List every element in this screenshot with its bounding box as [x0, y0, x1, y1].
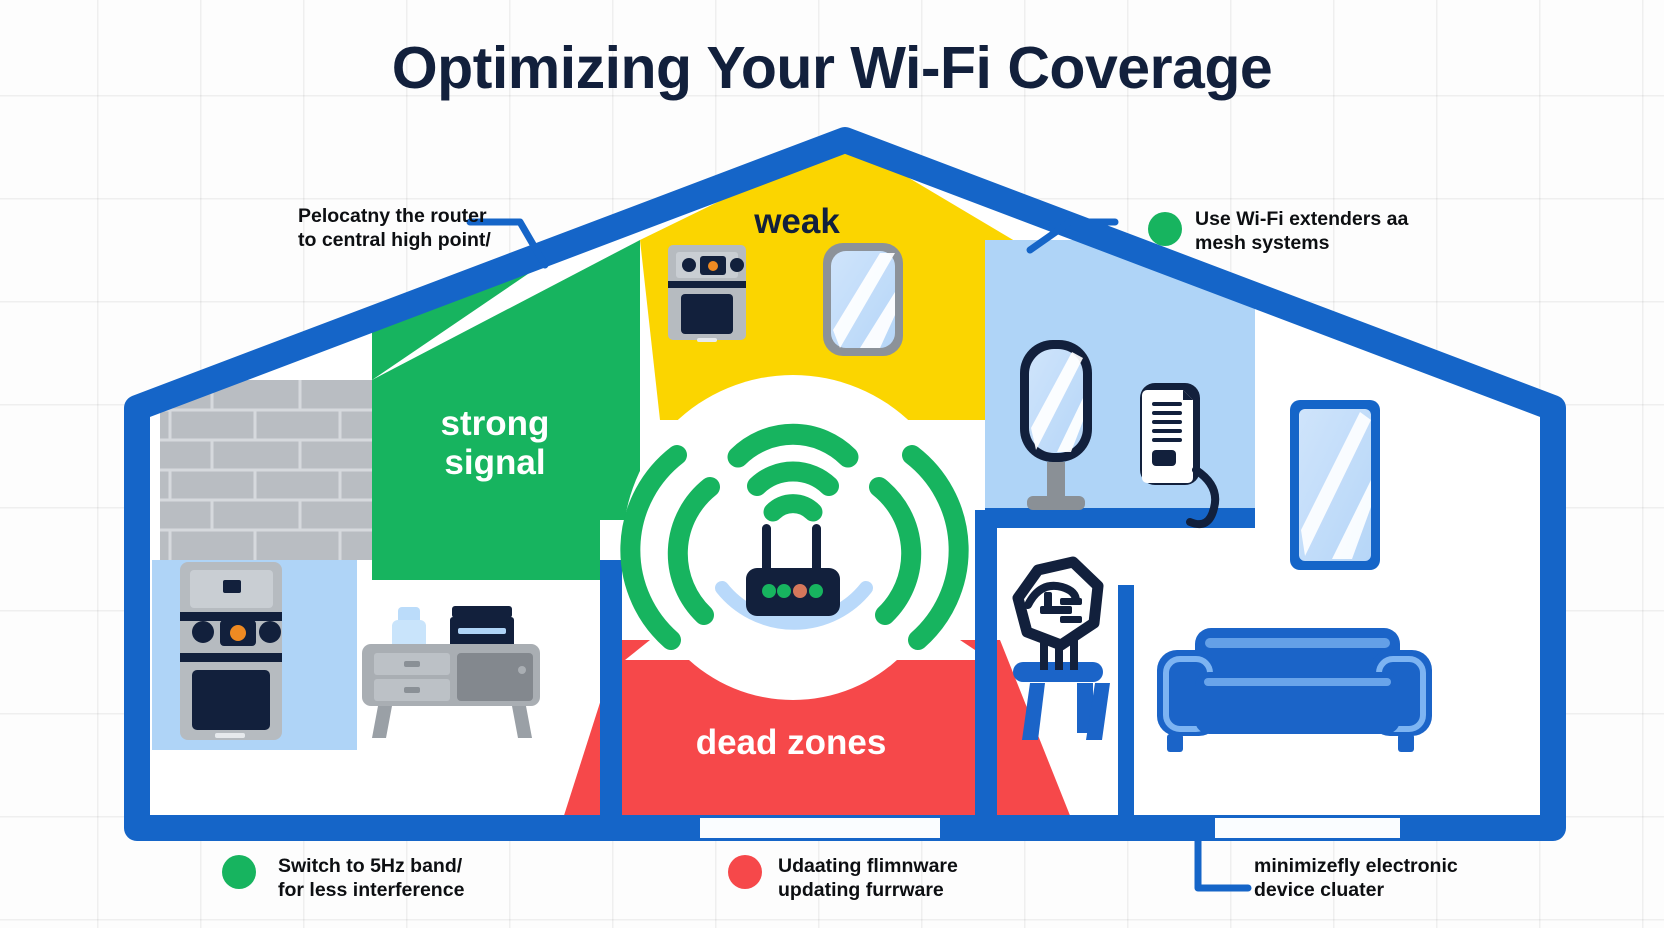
zone-label-weak: weak	[754, 202, 840, 241]
callout-update-firmware: Udaating flimnware updating furrware	[778, 855, 958, 901]
zone-label-dead-zones: dead zones	[695, 723, 887, 762]
stool-icon	[1013, 662, 1110, 740]
callout-relocate-router: Pelocatny the router to central high poi…	[298, 205, 491, 251]
wifi-router-icon	[746, 524, 840, 616]
window-icon	[823, 243, 903, 356]
callout-wifi-extenders: Use Wi-Fi extenders aa mesh systems	[1195, 208, 1409, 254]
zone-label-strong-signal: strong signal	[440, 404, 550, 483]
stove-oven-icon	[180, 562, 282, 740]
electronic-device-icon	[1012, 556, 1104, 670]
page-title: Optimizing Your Wi-Fi Coverage	[391, 35, 1273, 101]
wifi-signal-waves-icon	[620, 423, 969, 650]
callout-switch-band: Switch to 5Hz band/ for less interferenc…	[278, 855, 465, 901]
callout-minimize-devices: minimizefly electronic device cluater	[1254, 855, 1458, 901]
wifi-waves-lower-icon	[715, 581, 873, 630]
bullet-dot-wifi-extenders	[1148, 212, 1182, 246]
sofa-icon	[1157, 628, 1432, 752]
bullet-dot-update-firmware	[728, 855, 762, 889]
sideboard-icon	[362, 606, 540, 738]
connector-wifi-extenders	[1026, 218, 1119, 254]
floor-gaps	[700, 818, 1400, 838]
connector-minimize-devices	[1194, 818, 1252, 892]
bullet-dot-switch-band	[222, 855, 256, 889]
window-icon	[1290, 400, 1380, 570]
brick-wall-icon	[160, 380, 375, 560]
connector-relocate-router	[466, 218, 549, 269]
oven-icon	[668, 245, 746, 342]
callout-connectors	[466, 218, 1252, 892]
mirror-icon	[1020, 340, 1092, 510]
smart-remote-icon	[1140, 383, 1220, 529]
